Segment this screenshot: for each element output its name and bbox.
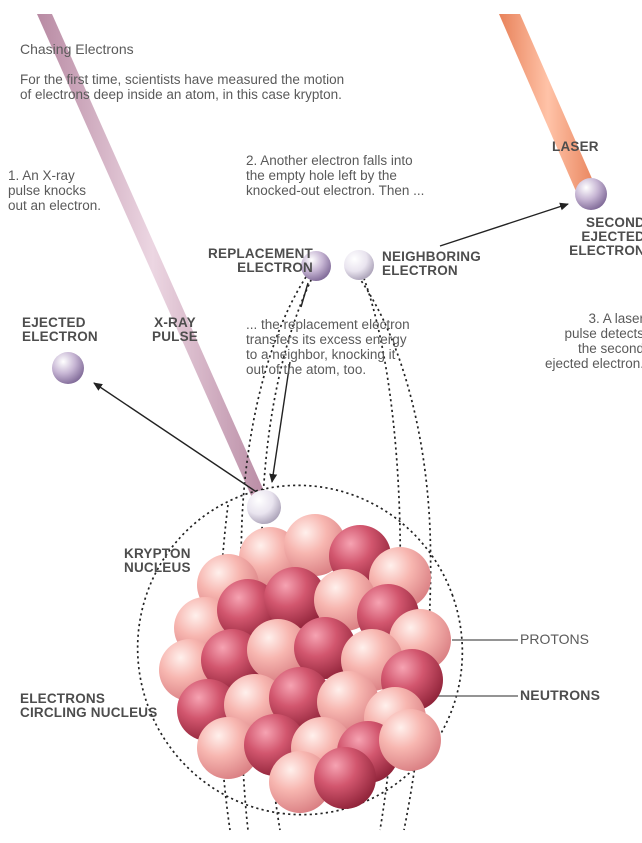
replacement-label: REPLACEMENT ELECTRON [175, 247, 313, 275]
step2-text: 2. Another electron falls into the empty… [246, 153, 424, 198]
page-title: Chasing Electrons [20, 42, 134, 57]
second-ejected-label: SECOND EJECTED ELECTRON [569, 216, 642, 258]
step3-text: 3. A laser pulse detects the second ejec… [545, 311, 642, 371]
protons-label: PROTONS [520, 632, 589, 647]
neutron [379, 709, 441, 771]
ejected-label: EJECTED ELECTRON [22, 316, 98, 344]
step1-text: 1. An X-ray pulse knocks out an electron… [8, 168, 101, 213]
vacancy-electron [247, 490, 281, 524]
krypton-nucleus [159, 514, 451, 813]
laser-label: LASER [552, 140, 599, 154]
step2b-text: ... the replacement electron transfers i… [246, 317, 410, 377]
proton [314, 747, 376, 809]
electrons-circling-label: ELECTRONS CIRCLING NUCLEUS [20, 692, 157, 720]
intro-text: For the first time, scientists have meas… [20, 72, 344, 102]
xray-label: X-RAY PULSE [152, 316, 198, 344]
neighboring-label: NEIGHBORING ELECTRON [382, 250, 481, 278]
neighboring-electron [344, 250, 374, 280]
second-ejected-electron [575, 178, 607, 210]
krypton-label: KRYPTON NUCLEUS [124, 547, 191, 575]
laser-beam [499, 14, 597, 196]
ejected-electron [52, 352, 84, 384]
neutrons-label: NEUTRONS [520, 688, 600, 702]
